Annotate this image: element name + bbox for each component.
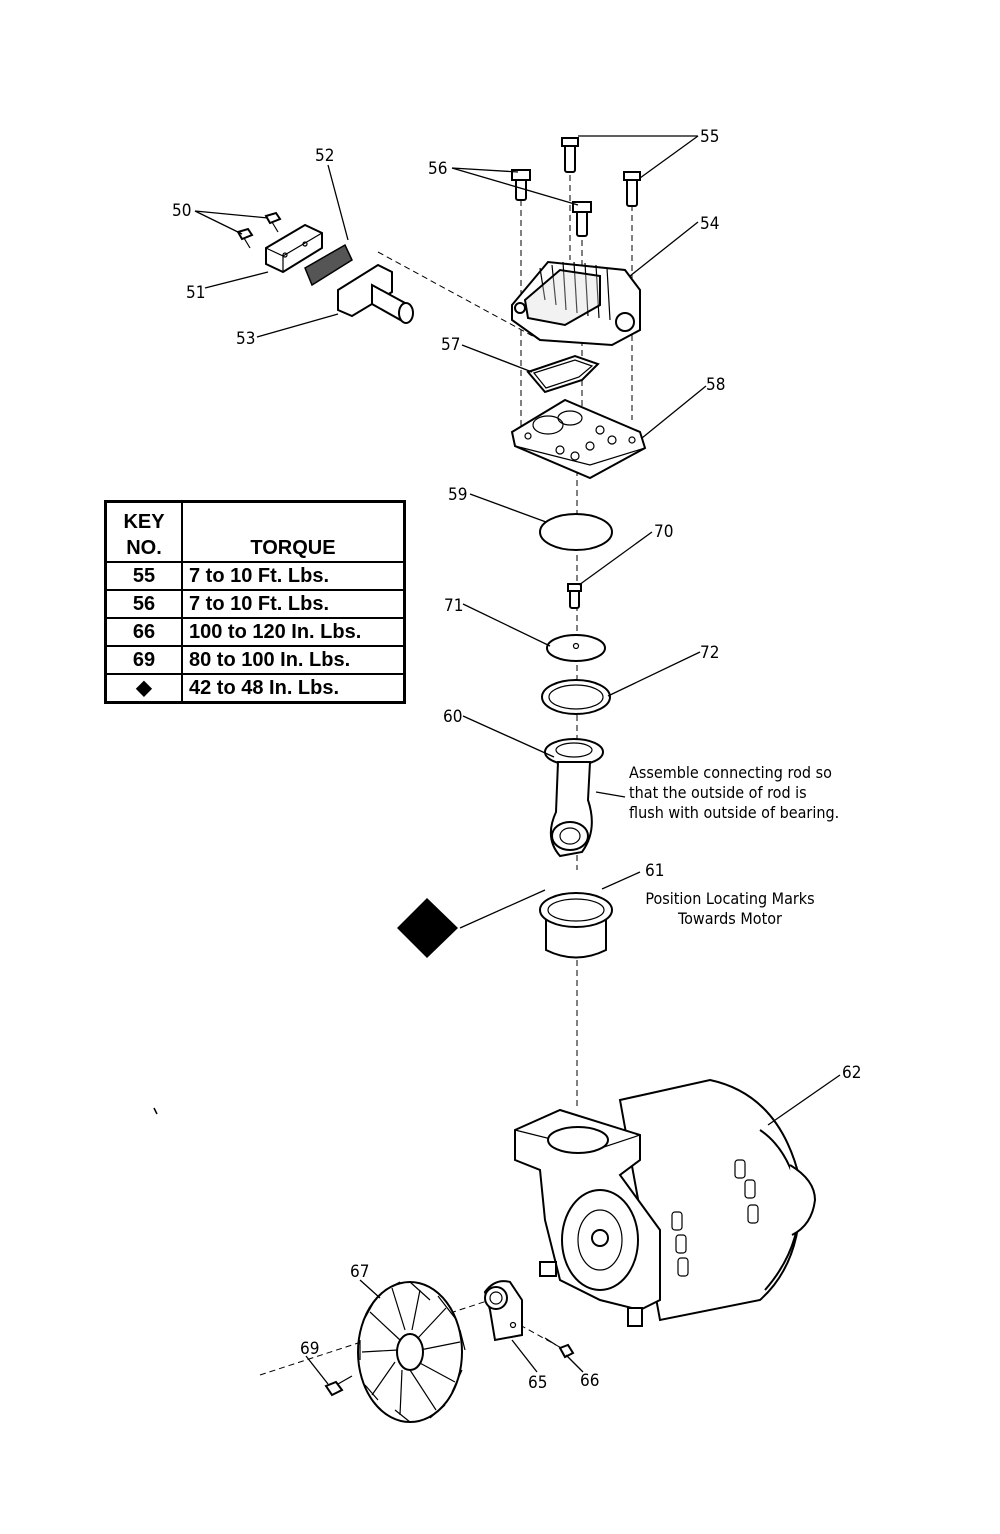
- callout-72: 72: [700, 643, 719, 663]
- marks-note-line-1: Position Locating Marks: [645, 889, 814, 908]
- diamond-symbol: [397, 898, 458, 958]
- row-torque: 42 to 48 In. Lbs.: [181, 673, 406, 704]
- table-row: 69 80 to 100 In. Lbs.: [104, 645, 406, 675]
- part-65-eccentric: [483, 1280, 523, 1342]
- part-53-filter-housing: [337, 263, 414, 324]
- row-key: 69: [104, 645, 183, 675]
- row-key: 66: [104, 617, 183, 647]
- callout-70: 70: [654, 522, 673, 542]
- leader-lines: [194, 135, 841, 1385]
- part-61-bearing: [539, 892, 613, 959]
- callout-53: 53: [236, 329, 255, 349]
- row-key-diamond: ◆: [104, 673, 183, 704]
- part-67-fan: [357, 1281, 466, 1423]
- table-row: 56 7 to 10 Ft. Lbs.: [104, 589, 406, 619]
- callout-labels: 50 51 52 53 55 56 54 57 58 59 70 71 72 6…: [172, 127, 861, 1393]
- row-torque: 80 to 100 In. Lbs.: [181, 645, 406, 675]
- table-row: ◆ 42 to 48 In. Lbs.: [104, 673, 406, 704]
- part-60-connecting-rod: [544, 738, 604, 858]
- row-torque: 7 to 10 Ft. Lbs.: [181, 589, 406, 619]
- callout-59: 59: [448, 485, 467, 505]
- part-59-o-ring: [539, 513, 613, 551]
- callout-58: 58: [706, 375, 725, 395]
- table-row: 66 100 to 120 In. Lbs.: [104, 617, 406, 647]
- marks-note-line-2: Towards Motor: [677, 909, 782, 928]
- callout-65: 65: [528, 1373, 547, 1393]
- callout-57: 57: [441, 335, 460, 355]
- part-57-gasket: [526, 354, 600, 394]
- part-51-filter-cover: [265, 223, 323, 274]
- torque-table: KEY NO. TORQUE 55 7 to 10 Ft. Lbs. 56 7 …: [104, 500, 406, 704]
- header-key-no: KEY NO.: [104, 500, 183, 563]
- callout-52: 52: [315, 146, 334, 166]
- callout-69: 69: [300, 1339, 319, 1359]
- header-key-line-1: KEY: [123, 511, 165, 533]
- part-66-screw: [544, 1337, 575, 1359]
- rod-note-line-1: Assemble connecting rod so: [629, 763, 832, 782]
- table-row: 55 7 to 10 Ft. Lbs.: [104, 561, 406, 591]
- callout-66: 66: [580, 1371, 599, 1391]
- callout-51: 51: [186, 283, 205, 303]
- callout-62: 62: [842, 1063, 861, 1083]
- part-50-screws: [236, 211, 282, 249]
- rod-note-line-2: that the outside of rod is: [629, 783, 807, 802]
- row-key: 56: [104, 589, 183, 619]
- part-62-motor-crankcase: [514, 1078, 817, 1327]
- part-71-retainer: [546, 634, 606, 662]
- row-torque: 100 to 120 In. Lbs.: [181, 617, 406, 647]
- callout-71: 71: [444, 596, 463, 616]
- part-58-valve-plate: [510, 398, 647, 480]
- callout-60: 60: [443, 707, 462, 727]
- rod-note-line-3: flush with outside of bearing.: [629, 803, 839, 822]
- callout-61: 61: [645, 861, 664, 881]
- part-56-bolts: [511, 169, 592, 237]
- torque-table-header: KEY NO. TORQUE: [104, 500, 406, 563]
- part-52-filter-element: [304, 243, 353, 287]
- stray-mark: [153, 1107, 158, 1115]
- part-72-ring: [541, 679, 611, 715]
- part-54-cylinder-head: [511, 260, 641, 347]
- part-55-bolts: [561, 137, 641, 207]
- callout-54: 54: [700, 214, 719, 234]
- row-torque: 7 to 10 Ft. Lbs.: [181, 561, 406, 591]
- assembly-notes: Assemble connecting rod so that the outs…: [629, 763, 839, 928]
- header-key-line-2: NO.: [126, 537, 162, 559]
- callout-67: 67: [350, 1262, 369, 1282]
- callout-55: 55: [700, 127, 719, 147]
- part-69-bolt: [324, 1375, 353, 1397]
- callout-50: 50: [172, 201, 191, 221]
- part-70-screw: [567, 583, 582, 609]
- callout-56: 56: [428, 159, 447, 179]
- header-torque: TORQUE: [181, 500, 406, 563]
- row-key: 55: [104, 561, 183, 591]
